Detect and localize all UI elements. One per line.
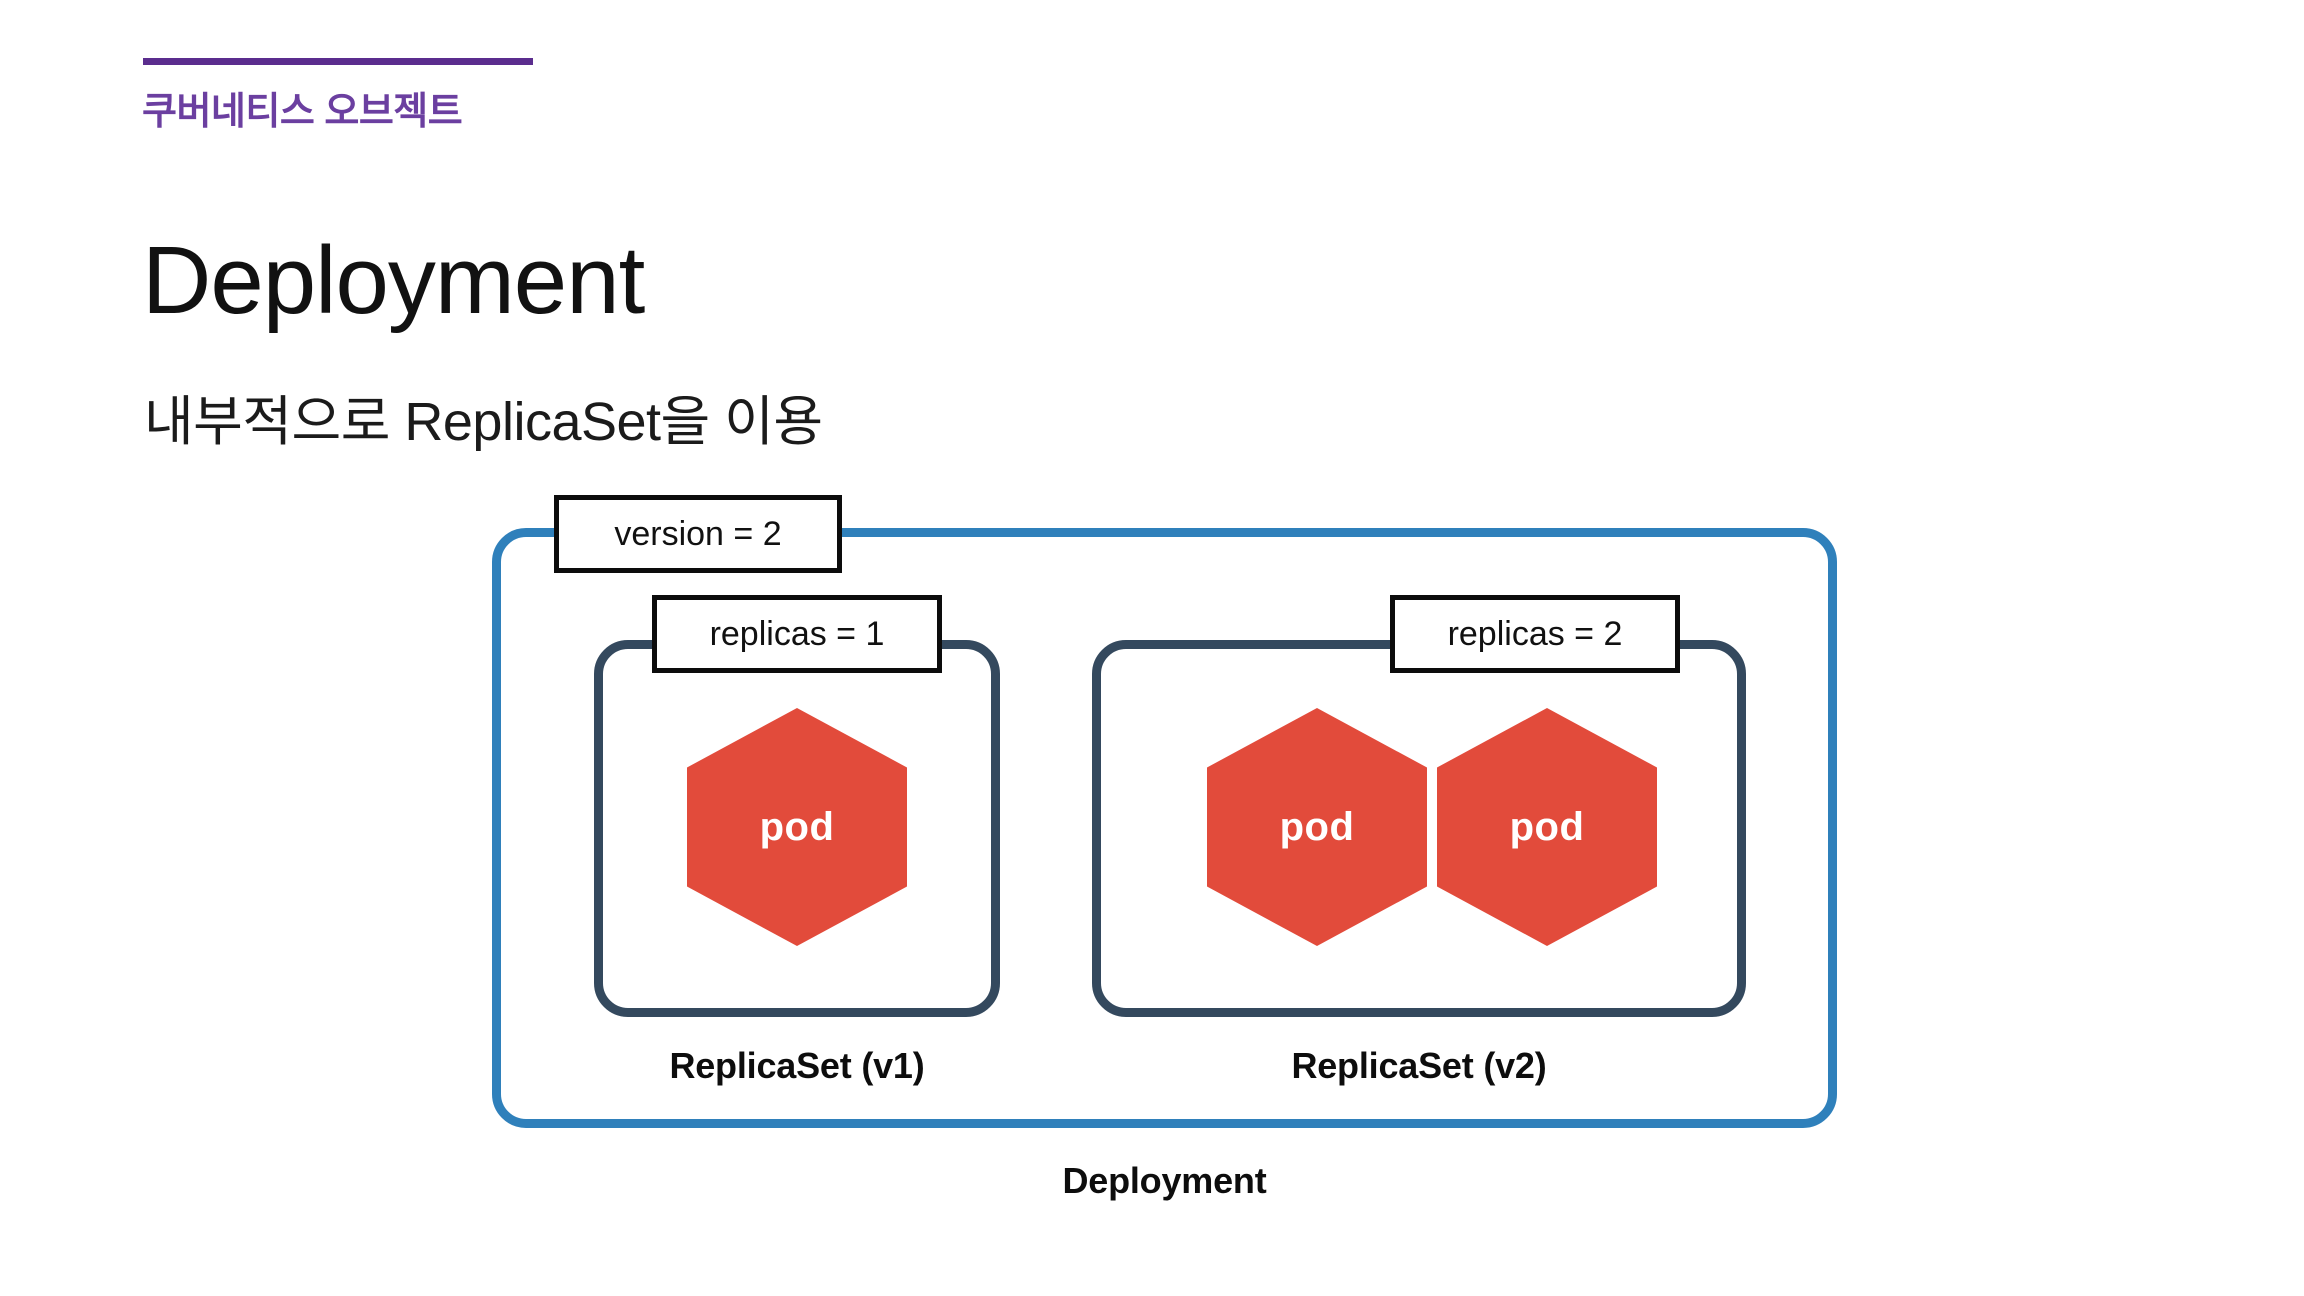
pod-label: pod (1279, 805, 1355, 849)
kicker-label: 쿠버네티스 오브젝트 (142, 91, 463, 133)
pod-label: pod (759, 805, 835, 849)
kicker-rule (143, 58, 533, 65)
replicaset-v1-replicas-badge: replicas = 1 (652, 595, 942, 673)
page-title: Deployment (142, 227, 645, 334)
pod-label: pod (1509, 805, 1585, 849)
page-subtitle: 내부적으로 ReplicaSet을 이용 (144, 392, 823, 452)
deployment-caption: Deployment (1062, 1160, 1267, 1201)
replicaset-v2-caption: ReplicaSet (v2) (1291, 1045, 1547, 1086)
deployment-container (492, 528, 1837, 1128)
replicaset-v2-replicas-badge: replicas = 2 (1390, 595, 1680, 673)
deployment-version-badge: version = 2 (554, 495, 842, 573)
pod-hexagon: pod (687, 708, 907, 946)
replicaset-v1-caption: ReplicaSet (v1) (669, 1045, 925, 1086)
